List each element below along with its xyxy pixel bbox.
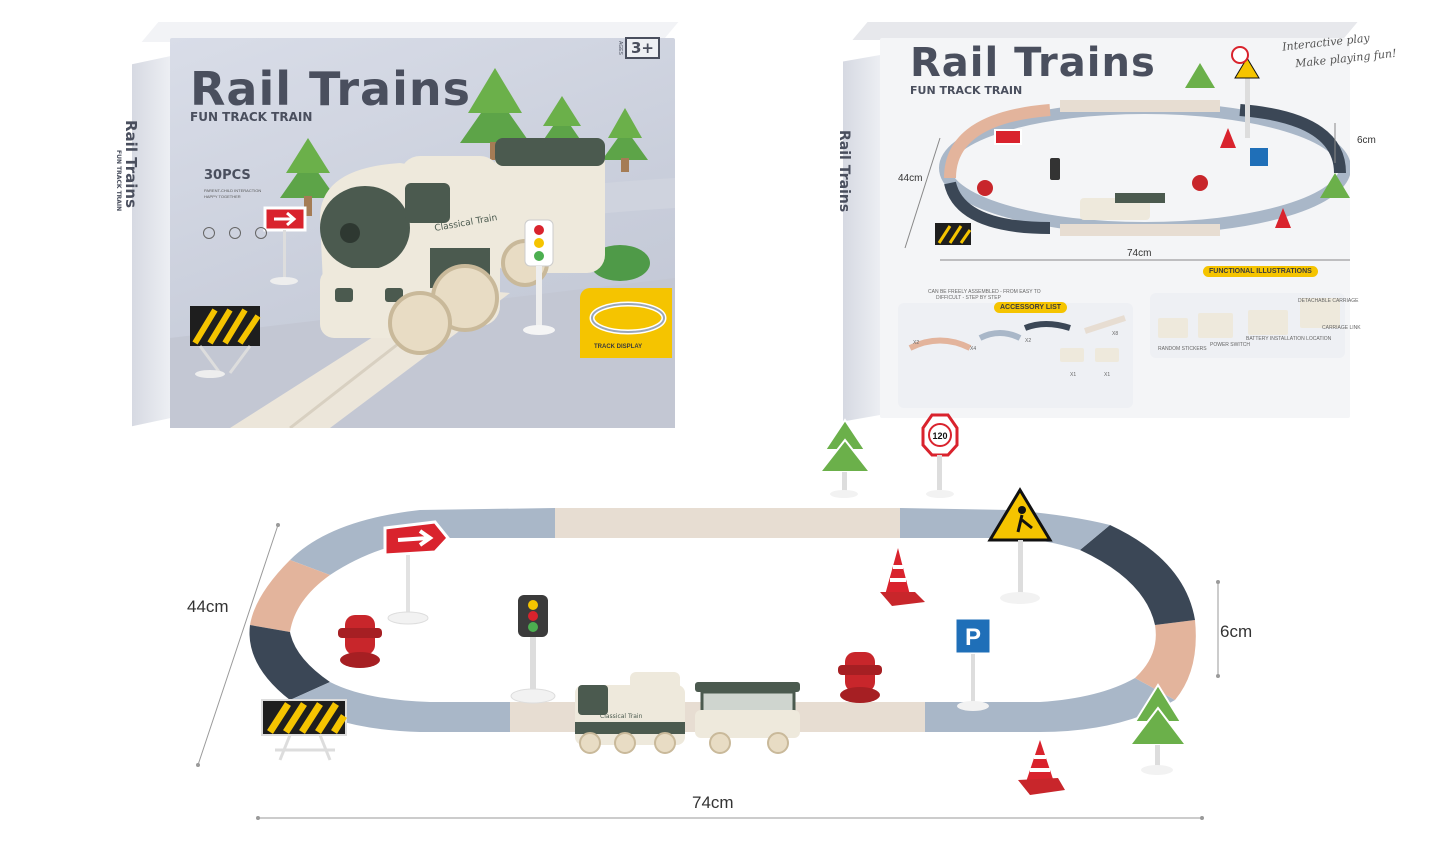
layout-dim-width: 74cm [692,793,734,812]
arrow-sign-icon [383,520,450,625]
feature-label: BATTERY INSTALLATION LOCATION [1246,336,1332,342]
hydrant-icon [838,652,882,703]
tagline-1: PARENT-CHILD INTERACTION [204,188,262,193]
parking-sign-label: P [965,624,981,651]
parking-sign-icon [1250,148,1268,166]
cone-icon [1220,128,1236,148]
feature-label: POWER SWITCH [1210,342,1250,348]
mini-locomotive [1080,198,1150,220]
pedestrian-sign-icon [1234,57,1260,79]
hydrant-icon [1192,175,1208,191]
layout-dim-depth: 44cm [187,597,229,616]
back-box-layout [898,46,1350,408]
parking-sign-icon [953,616,993,711]
layout-dim-height: 6cm [1220,622,1253,641]
arrow-sign-icon [994,129,1022,145]
layout-display: 120 P [196,413,1220,820]
back-dim-width: 74cm [1127,248,1152,259]
tree-icon [602,108,648,172]
speed-sign-icon [921,413,959,498]
back-dim-depth: 44cm [898,173,923,184]
front-box-title: Rail Trains [190,62,471,116]
cone-icon [1018,740,1065,795]
tagline-2: HAPPY TOGETHER [204,194,241,199]
qty-label: X1 [1070,372,1077,378]
piece-count: 30PCS [204,168,251,183]
hydrant-icon [338,615,382,668]
back-box-side [843,54,883,422]
barrier-icon [190,306,261,378]
front-box-side [132,55,172,427]
feature-label: DETACHABLE CARRIAGE [1298,298,1359,304]
qty-label: X4 [970,346,977,352]
feature-icon [203,227,215,239]
qty-label: X2 [913,340,920,346]
feature-label: CARRIAGE LINK [1322,325,1361,331]
speed-sign-value: 120 [932,431,947,441]
cone-icon [880,548,925,606]
locomotive-label: Classical Train [600,713,643,720]
age-badge: AGES 3+ [617,37,661,59]
speed-sign-icon [1231,46,1249,64]
locomotive [320,138,605,355]
front-box-scene: Classical Train [170,68,675,428]
tree-icon [280,138,336,216]
assembly-note-1: CAN BE FREELY ASSEMBLED - FROM EASY TO [928,289,1041,295]
front-box-subtitle: FUN TRACK TRAIN [190,110,313,124]
feature-label: RANDOM STICKERS [1158,346,1207,352]
back-box-subtitle: FUN TRACK TRAIN [910,84,1023,97]
arrow-sign-icon [263,206,307,285]
track-display-label: TRACK DISPLAY [594,344,643,350]
cone-icon [1275,208,1291,228]
qty-label: X1 [1104,372,1111,378]
qty-label: X2 [1025,338,1032,344]
back-dim-height: 6cm [1357,135,1376,146]
accessory-list-label: ACCESSORY LIST [994,302,1068,313]
feature-icon [229,227,241,239]
tree-icon [1127,683,1189,775]
track-display-card: TRACK DISPLAY [580,288,672,358]
accessory-panel [898,303,1133,408]
carriage [695,682,800,754]
hydrant-icon [977,180,993,196]
traffic-light-icon [1050,158,1060,180]
depth-dimension-line [197,524,279,766]
tree-icon [1320,173,1350,198]
qty-label: X8 [1112,331,1119,337]
back-box-title: Rail Trains [910,40,1156,86]
locomotive [575,672,685,754]
pedestrian-sign-icon [987,487,1053,604]
traffic-light-icon [510,595,556,704]
functional-panel [1150,293,1345,358]
feature-icon [255,227,267,239]
functional-label: FUNCTIONAL ILLUSTRATIONS [1203,266,1318,277]
assembly-note-2: DIFFICULT - STEP BY STEP [936,295,1001,301]
tree-icon [1185,63,1215,88]
feature-icons [203,227,283,239]
traffic-light-icon [523,219,555,335]
barrier-icon [261,699,347,761]
tree-icon [817,418,873,498]
